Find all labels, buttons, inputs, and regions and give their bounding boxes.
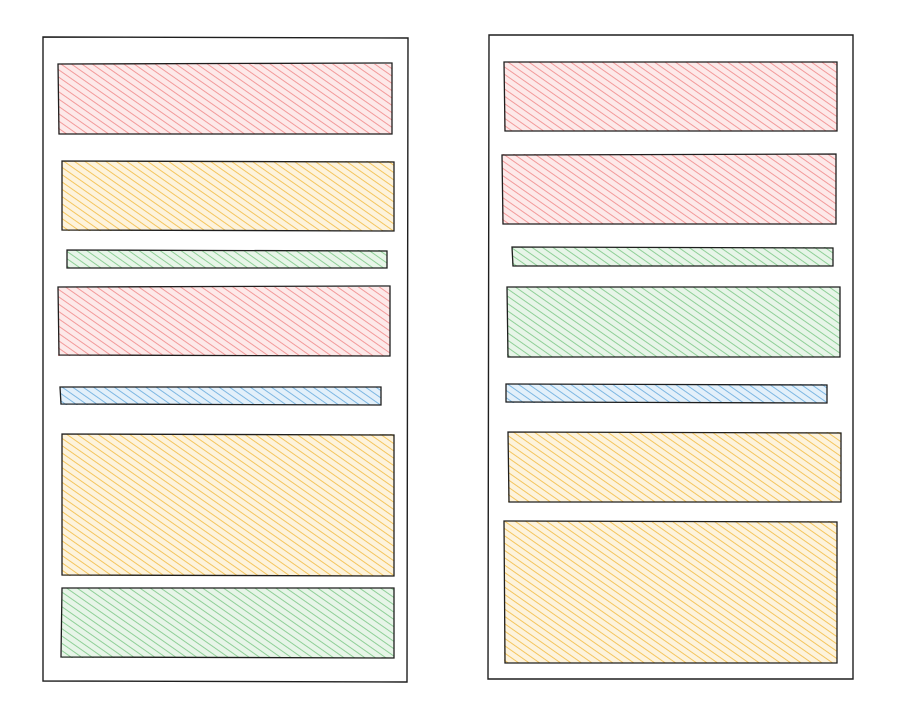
block-green — [506, 286, 841, 358]
block-yellow — [507, 431, 842, 503]
block-red — [503, 61, 838, 132]
block-yellow — [503, 520, 838, 664]
block-red — [501, 153, 837, 225]
block-green — [511, 246, 834, 267]
block-green — [60, 587, 395, 659]
block-red — [57, 285, 391, 357]
block-blue — [505, 383, 828, 404]
wireframe-left — [42, 36, 409, 683]
block-blue — [59, 386, 382, 406]
block-green — [66, 249, 388, 269]
wireframe-right — [487, 34, 854, 680]
block-red — [57, 62, 393, 135]
wireframe-right-blocks — [501, 61, 842, 664]
block-yellow — [61, 433, 395, 577]
wireframe-left-blocks — [57, 62, 395, 659]
block-yellow — [61, 160, 395, 232]
